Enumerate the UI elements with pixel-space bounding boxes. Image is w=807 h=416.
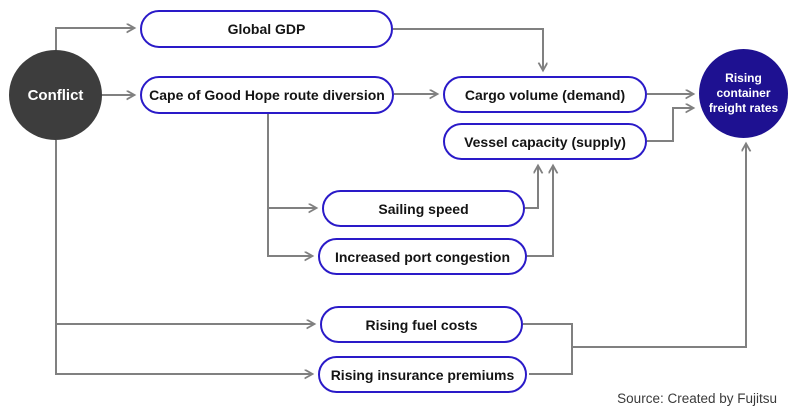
node-insurance-premiums: Rising insurance premiums bbox=[318, 356, 527, 393]
node-insurance-premiums-label: Rising insurance premiums bbox=[330, 366, 515, 383]
node-cargo-volume: Cargo volume (demand) bbox=[443, 76, 647, 113]
node-freight-rates: Rising container freight rates bbox=[699, 49, 788, 138]
node-port-congestion-label: Increased port congestion bbox=[334, 248, 511, 265]
edge-sailing-speed-to-vessel-capacity bbox=[525, 166, 538, 209]
edge-cape-route-to-port-congestion bbox=[267, 208, 312, 256]
edge-join-fuel-insurance bbox=[523, 323, 573, 375]
node-freight-rates-label: Rising container freight rates bbox=[708, 71, 779, 115]
node-fuel-costs: Rising fuel costs bbox=[320, 306, 523, 343]
node-conflict-label: Conflict bbox=[27, 86, 84, 104]
edge-cape-route-to-sailing-speed bbox=[267, 114, 316, 208]
node-vessel-capacity-label: Vessel capacity (supply) bbox=[464, 133, 626, 150]
node-global-gdp-label: Global GDP bbox=[227, 21, 306, 37]
node-cargo-volume-label: Cargo volume (demand) bbox=[464, 86, 626, 103]
edge-conflict-to-global-gdp bbox=[55, 28, 134, 52]
node-port-congestion: Increased port congestion bbox=[318, 238, 527, 275]
node-cape-route-label: Cape of Good Hope route diversion bbox=[149, 87, 385, 103]
edge-conflict-to-insurance-premiums bbox=[55, 324, 312, 374]
node-cape-route: Cape of Good Hope route diversion bbox=[140, 76, 394, 114]
node-fuel-costs-label: Rising fuel costs bbox=[365, 316, 478, 333]
node-sailing-speed: Sailing speed bbox=[322, 190, 525, 227]
source-note: Source: Created by Fujitsu bbox=[617, 391, 777, 406]
node-global-gdp: Global GDP bbox=[140, 10, 393, 48]
node-sailing-speed-label: Sailing speed bbox=[378, 200, 469, 217]
node-vessel-capacity: Vessel capacity (supply) bbox=[443, 123, 647, 160]
edge-global-gdp-to-cargo-volume bbox=[393, 28, 543, 70]
edge-joined-to-freight-rates bbox=[572, 144, 746, 348]
node-conflict: Conflict bbox=[9, 50, 102, 140]
edge-port-congestion-to-vessel-capacity bbox=[527, 166, 553, 257]
edge-vessel-capacity-to-freight-rates bbox=[647, 108, 693, 142]
edge-conflict-to-fuel-costs bbox=[55, 140, 314, 324]
